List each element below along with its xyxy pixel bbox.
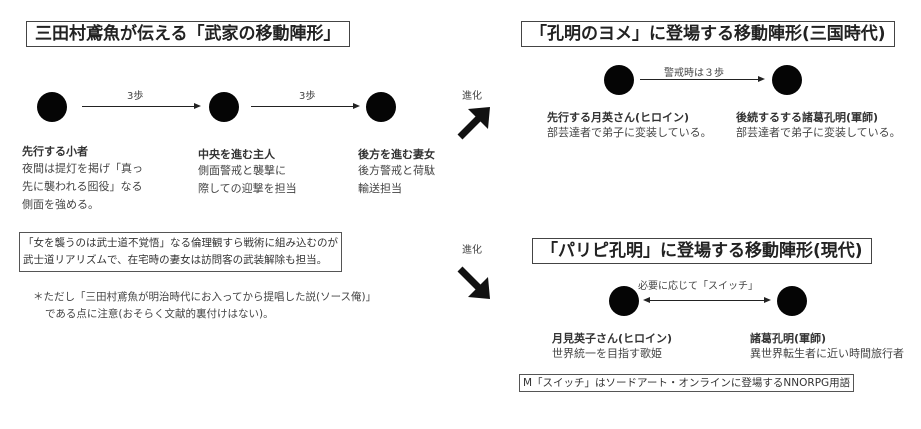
node-eiko — [609, 286, 639, 316]
step-arrow-2-line — [251, 106, 353, 107]
step-label-1: 3歩 — [127, 91, 144, 102]
evolution-label-bottom: 進化 — [462, 245, 482, 256]
node-getsuei — [604, 65, 634, 95]
desc-line: 側面警戒と襲撃に — [198, 164, 286, 177]
node-desc-center: 側面警戒と襲撃に 際しての迎撃を担当 — [198, 162, 297, 198]
node-name-vanguard: 先行する小者 — [22, 145, 88, 158]
node-vanguard-servant — [37, 92, 67, 122]
desc-line: 先に襲われる囮役」なる — [22, 180, 143, 193]
caution-arrow-head — [758, 76, 765, 82]
node-desc-getsuei: 部芸達者で弟子に変装している。 — [547, 126, 712, 139]
step-arrow-1-head — [194, 103, 201, 109]
note-line: 「女を襲うのは武士道不覚悟」なる倫理観すら戦術に組み込むのが — [23, 237, 338, 249]
switch-arrow-head-left — [643, 297, 650, 303]
node-desc-koumei-modern: 異世界転生者に近い時間旅行者 — [750, 347, 904, 360]
evolution-arrow-up-right-icon — [457, 107, 490, 140]
switch-term-note: M「スイッチ」はソードアート・オンラインに登場するNNORPG用語 — [519, 374, 855, 392]
desc-line: 側面を強める。 — [22, 198, 99, 211]
node-desc-eiko: 世界統一を目指す歌姫 — [552, 347, 662, 360]
desc-line: 際しての迎撃を担当 — [198, 182, 297, 195]
caution-arrow-line — [640, 79, 758, 80]
note-line: 武士道リアリズムで、在宅時の妻女は訪問客の武装解除も担当。 — [23, 254, 328, 266]
desc-line: 輸送担当 — [358, 182, 402, 195]
left-panel-title: 三田村鳶魚が伝える「武家の移動陣形」 — [26, 21, 350, 47]
caution-arrow-label: 警戒時は３歩 — [664, 68, 724, 79]
node-koumei-modern — [777, 286, 807, 316]
switch-arrow-label: 必要に応じて「スイッチ」 — [638, 281, 758, 292]
switch-arrow-line — [650, 300, 764, 301]
switch-arrow-head-right — [764, 297, 771, 303]
top-right-panel-title: 「孔明のヨメ」に登場する移動陣形(三国時代) — [521, 21, 895, 47]
desc-line: 夜間は提灯を掲げ「真っ — [22, 162, 143, 175]
node-desc-vanguard: 夜間は提灯を掲げ「真っ 先に襲われる囮役」なる 側面を強める。 — [22, 160, 143, 214]
node-name-eiko: 月見英子さん(ヒロイン) — [552, 332, 673, 345]
node-name-getsuei: 先行する月英さん(ヒロイン) — [547, 111, 690, 124]
node-desc-rear: 後方警戒と荷駄 輸送担当 — [358, 162, 435, 198]
node-name-koumei-sangoku: 後続するする諸葛孔明(軍師) — [736, 111, 879, 124]
node-center-master — [209, 92, 239, 122]
bushido-note-box: 「女を襲うのは武士道不覚悟」なる倫理観すら戦術に組み込むのが 武士道リアリズムで… — [19, 232, 342, 272]
step-arrow-1-line — [82, 106, 194, 107]
step-arrow-2-head — [353, 103, 360, 109]
bottom-right-panel-title: 「パリピ孔明」に登場する移動陣形(現代) — [532, 238, 872, 264]
node-rear-wife — [366, 92, 396, 122]
step-label-2: 3歩 — [299, 91, 316, 102]
desc-line: 後方警戒と荷駄 — [358, 164, 435, 177]
evolution-arrow-down-right-icon — [457, 266, 490, 299]
node-name-rear: 後方を進む妻女 — [358, 148, 435, 161]
node-koumei-sangoku — [772, 65, 802, 95]
node-name-center: 中央を進む主人 — [198, 148, 275, 161]
node-name-koumei-modern: 諸葛孔明(軍師) — [750, 332, 827, 345]
node-desc-koumei-sangoku: 部芸達者で弟子に変装している。 — [736, 126, 901, 139]
evolution-label-top: 進化 — [462, 91, 482, 102]
footnote-line-2: である点に注意(おそらく文献的裏付けはない)。 — [45, 308, 274, 320]
footnote-line-1: ＊ただし「三田村鳶魚が明治時代にお入ってから提唱した説(ソース俺)」 — [33, 291, 377, 303]
